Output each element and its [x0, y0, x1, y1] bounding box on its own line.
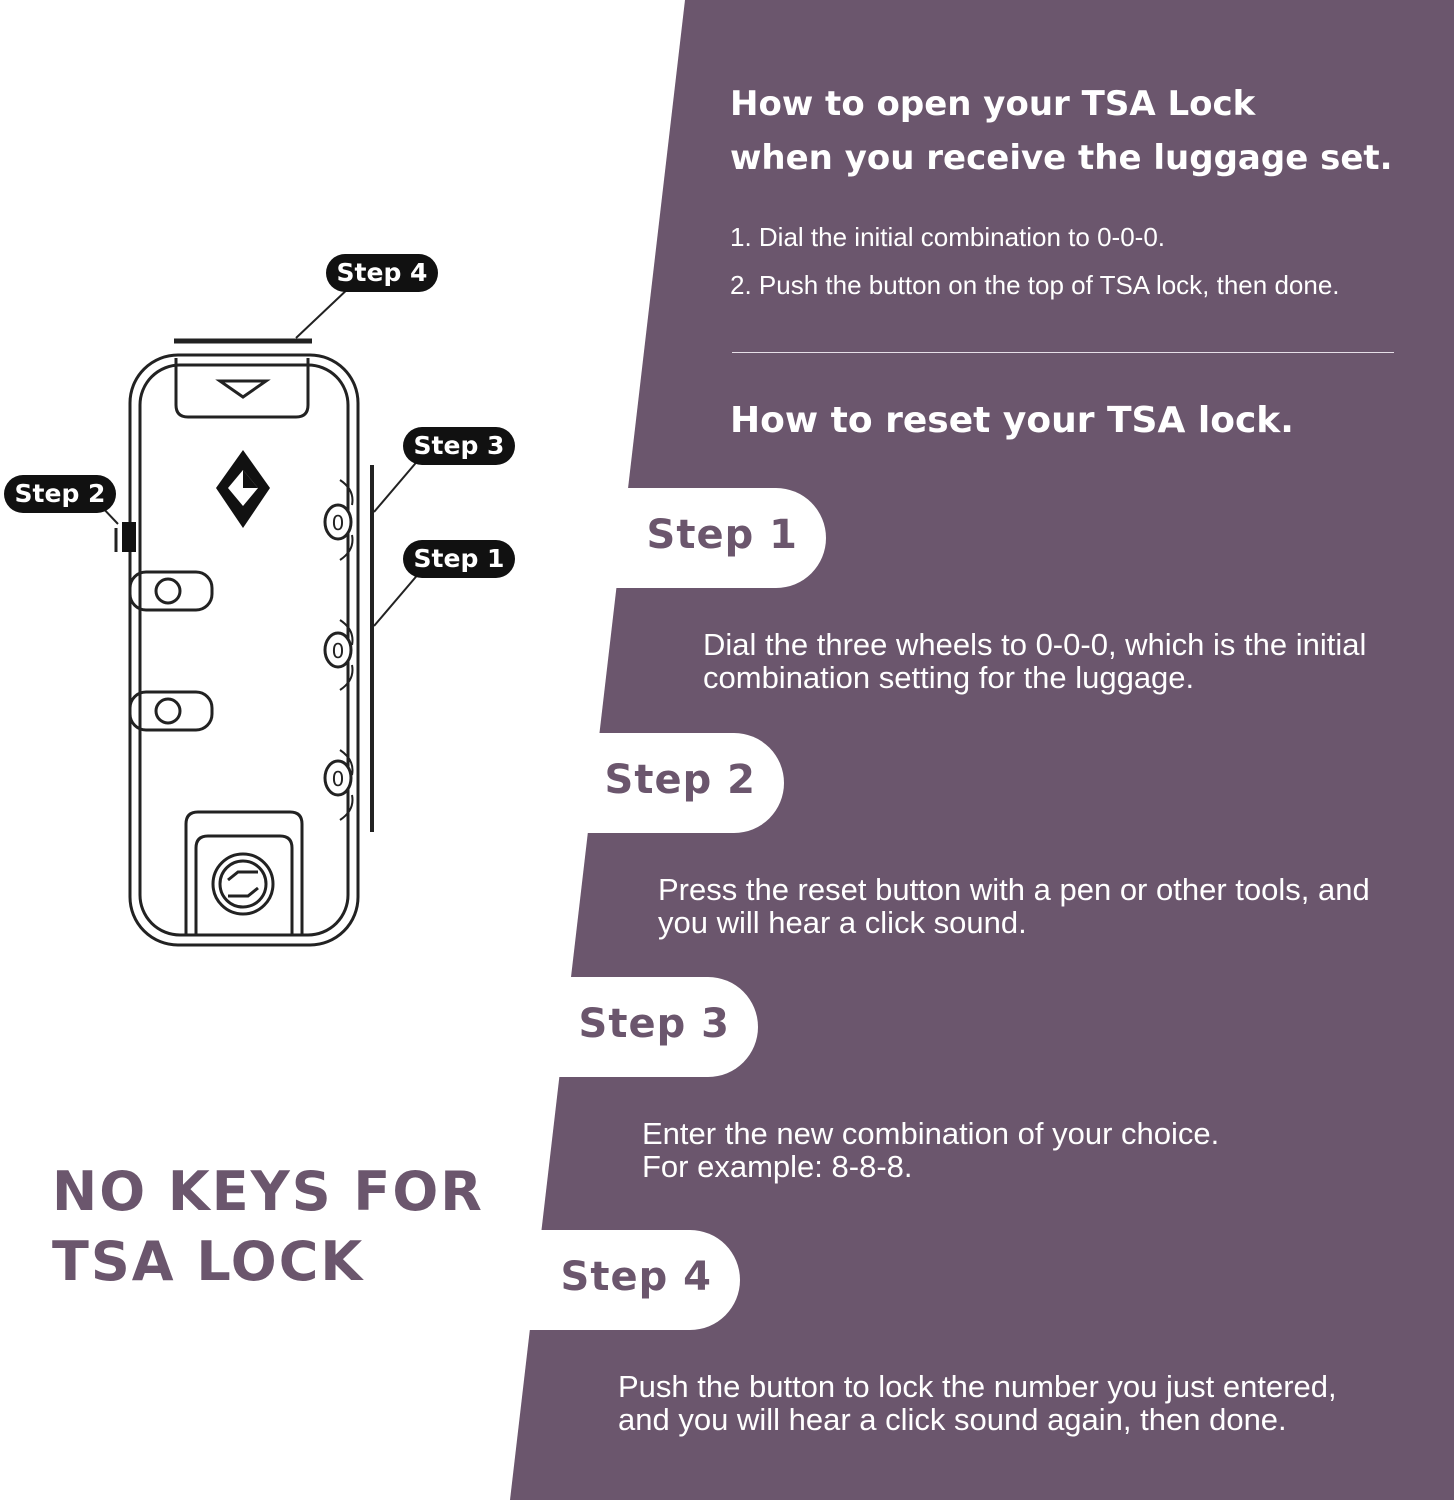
- tag-step-3: Step 3: [403, 427, 515, 465]
- step-3-label: Step 3: [578, 1001, 730, 1047]
- dial-wheels: 0 0 0: [323, 503, 353, 797]
- no-keys-line1: NO KEYS FOR: [52, 1160, 484, 1223]
- push-button: [174, 358, 310, 419]
- down-triangle-icon: [215, 379, 271, 399]
- lock-body-outer: [128, 353, 360, 947]
- reset-title: How to reset your TSA lock.: [730, 400, 1294, 441]
- section-divider: [732, 352, 1394, 353]
- tag-step-2: Step 2: [4, 475, 116, 513]
- step-1-description: Dial the three wheels to 0-0-0, which is…: [703, 628, 1366, 694]
- step-3-description: Enter the new combination of your choice…: [642, 1117, 1219, 1183]
- tag-step-4-label: Step 4: [337, 258, 428, 287]
- tsa-lock-diagram: 0 0 0 Step 4 Step 3 Step 2 Step 1: [4, 254, 515, 947]
- open-step-1: 1. Dial the initial combination to 0-0-0…: [730, 222, 1166, 252]
- step-1-line-1: Dial the three wheels to 0-0-0, which is…: [703, 627, 1367, 662]
- tag-step-2-label: Step 2: [15, 479, 106, 508]
- step-2-line-1: Press the reset button with a pen or oth…: [658, 872, 1370, 907]
- step-2-description: Press the reset button with a pen or oth…: [658, 873, 1370, 939]
- step-3-line-1: Enter the new combination of your choice…: [642, 1116, 1220, 1151]
- step-4-pill: Step 4: [520, 1230, 740, 1330]
- tag-step-4: Step 4: [326, 254, 438, 292]
- step-2-pill: Step 2: [580, 733, 784, 833]
- step-3-line-2: For example: 8-8-8.: [642, 1149, 913, 1184]
- step-4-line-2: and you will hear a click sound again, t…: [618, 1402, 1287, 1437]
- step-4-line-1: Push the button to lock the number you j…: [618, 1369, 1337, 1404]
- tag-step-1-label: Step 1: [414, 544, 505, 573]
- step-1-pill: Step 1: [610, 488, 826, 588]
- wheel-digit-3: 0: [332, 767, 345, 791]
- open-title-line2: when you receive the luggage set.: [730, 138, 1393, 178]
- step-1-label: Step 1: [646, 512, 798, 558]
- no-keys-line2: TSA LOCK: [52, 1230, 365, 1293]
- step-2-label: Step 2: [604, 757, 756, 803]
- step-2-line-2: you will hear a click sound.: [658, 905, 1027, 940]
- step-1-line-2: combination setting for the luggage.: [703, 660, 1195, 695]
- tag-step-3-label: Step 3: [414, 431, 505, 460]
- reset-button: [122, 522, 136, 552]
- step-4-label: Step 4: [560, 1254, 712, 1300]
- open-step-2: 2. Push the button on the top of TSA loc…: [730, 270, 1340, 300]
- wheel-digit-2: 0: [332, 639, 345, 663]
- open-title-line1: How to open your TSA Lock: [730, 84, 1256, 124]
- lock-body-inner: [138, 363, 350, 937]
- step-4-description: Push the button to lock the number you j…: [618, 1370, 1337, 1436]
- wheel-digit-1: 0: [332, 511, 345, 535]
- brand-diamond-logo: [216, 450, 270, 528]
- step-3-pill: Step 3: [550, 977, 758, 1077]
- tag-step-1: Step 1: [403, 540, 515, 578]
